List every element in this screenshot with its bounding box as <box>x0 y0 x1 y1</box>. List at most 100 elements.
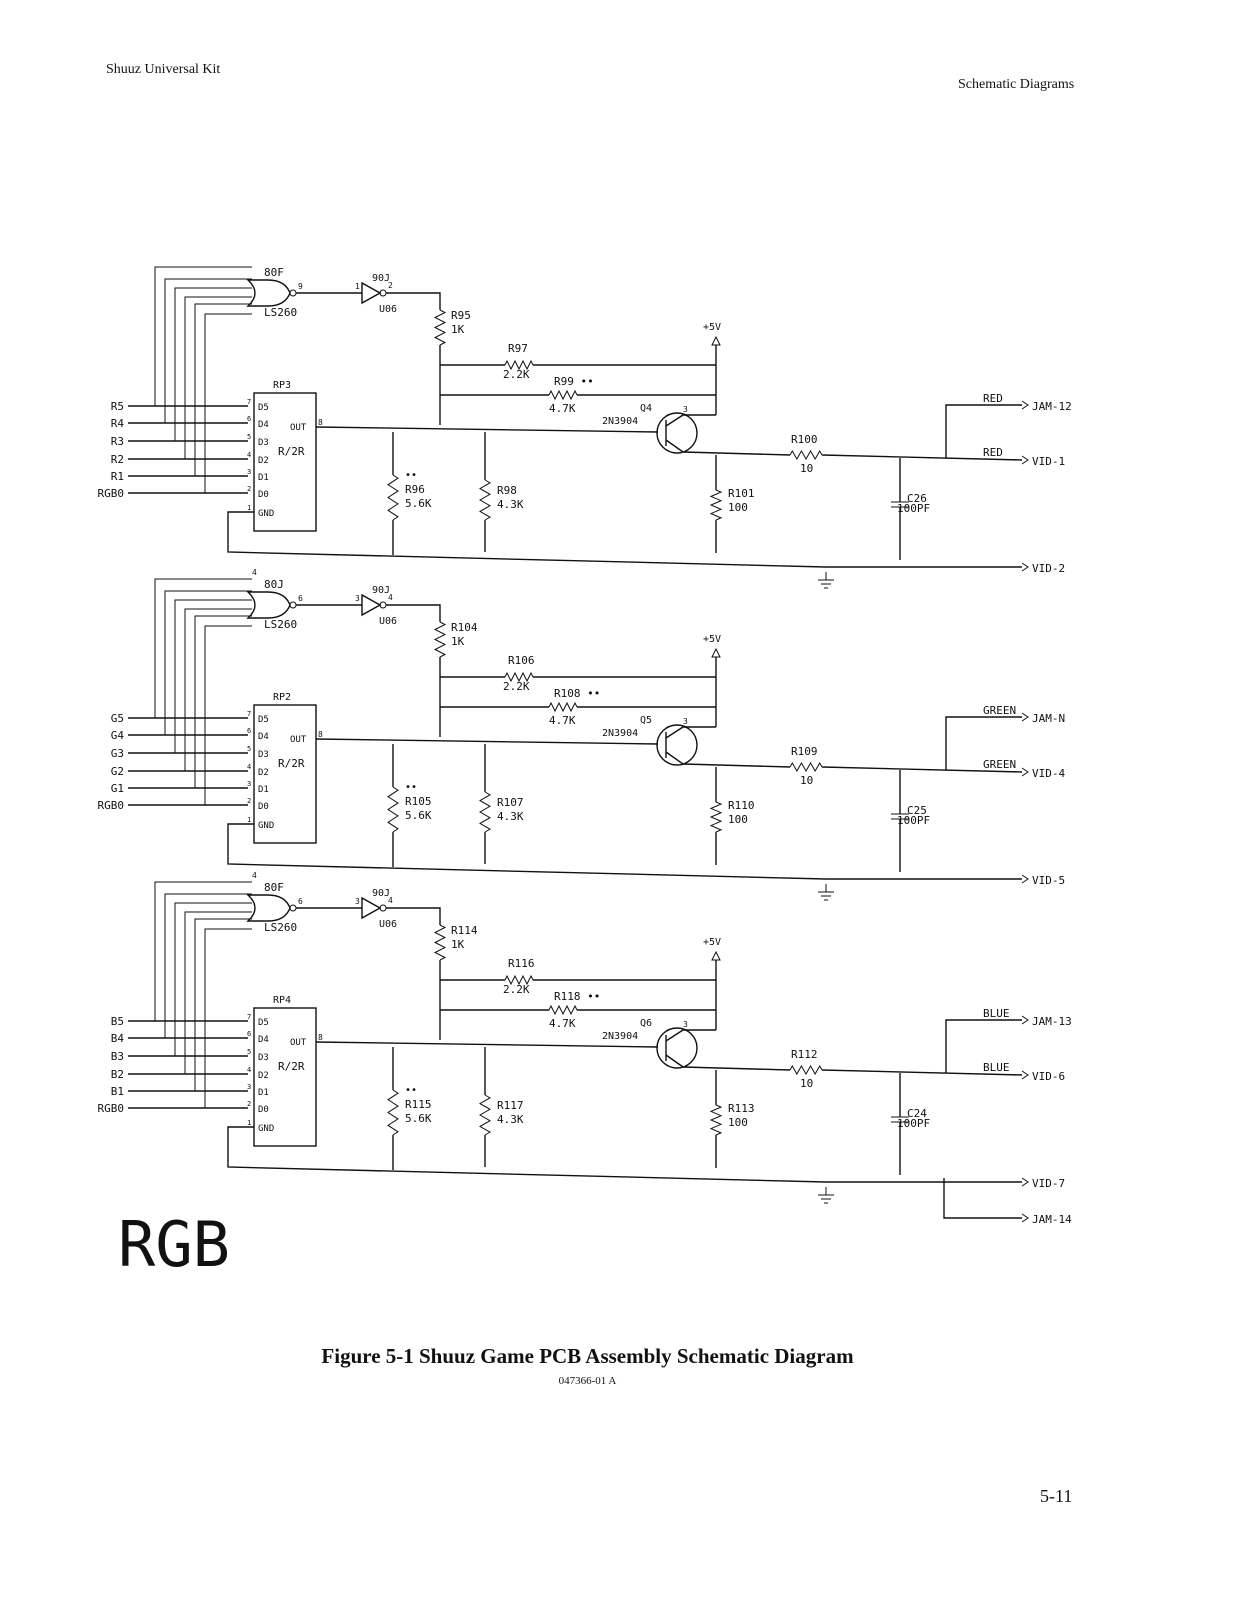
pull-resistor <box>433 309 447 346</box>
rp-pin-num-2: 5 <box>247 745 251 753</box>
input-label-blue-2: B3 <box>111 1050 124 1063</box>
rp-pin-label-3: D2 <box>258 456 269 466</box>
resistor-d-ref: R117 <box>497 1099 524 1112</box>
input-label-blue-4: B1 <box>111 1085 124 1098</box>
pull-resistor-ref: R104 <box>451 621 478 634</box>
rgb-big-text: RGB <box>118 1208 230 1281</box>
running-header-left: Shuuz Universal Kit <box>106 62 221 77</box>
capacitor-val: 100PF <box>897 814 930 827</box>
output-mid-label: VID-4 <box>1032 767 1065 780</box>
rp-pin-label-1: D4 <box>258 1035 269 1045</box>
transistor-emitter <box>665 1054 684 1068</box>
supply-icon <box>711 647 721 658</box>
resistor-d-val: 4.3K <box>497 1113 524 1126</box>
gnd-wire <box>227 823 1022 880</box>
nor-bubble-icon <box>289 904 297 912</box>
output-mid-label: VID-1 <box>1032 455 1065 468</box>
resistor-pack-type: R/2R <box>278 1060 305 1073</box>
resistor-pack-ref: RP3 <box>273 380 291 391</box>
gate-input-wire <box>184 608 252 771</box>
rp-out-pin: 8 <box>318 1033 323 1042</box>
pull-resistor <box>433 621 447 658</box>
rp-pin-num-0: 7 <box>247 710 251 718</box>
wire <box>943 1178 1022 1219</box>
gate-input-wire <box>164 590 252 735</box>
nor-gate-icon <box>246 279 291 307</box>
capacitor-ref: C25 <box>907 804 927 817</box>
resistor-a <box>504 671 534 683</box>
resistor-d-ref: R107 <box>497 796 524 809</box>
resistor-b <box>548 1004 578 1016</box>
rp-pin-num-0: 7 <box>247 398 251 406</box>
output-gnd-label: VID-7 <box>1032 1177 1065 1190</box>
resistor-d <box>478 1094 492 1136</box>
emitter-resistor-val: 100 <box>728 813 748 826</box>
rp-pin-label-0: D5 <box>258 715 269 725</box>
extra-output: JAM-14 <box>943 1178 1072 1226</box>
pull-resistor <box>433 924 447 961</box>
rp-pin-label-4: D1 <box>258 1088 269 1098</box>
emitter-resistor <box>709 1104 723 1136</box>
resistor-c-ref: R115 <box>405 1098 432 1111</box>
resistor-d-ref: R98 <box>497 484 517 497</box>
arrow-icon <box>1021 400 1029 410</box>
transistor-type: 2N3904 <box>602 728 638 739</box>
emitter-resistor <box>709 801 723 833</box>
gnd-wire <box>227 511 1022 568</box>
inverter-unit: U06 <box>379 304 397 315</box>
gate-input-wire <box>174 599 252 753</box>
wire <box>945 1019 1022 1073</box>
wire <box>821 1069 1023 1076</box>
capacitor-ref: C26 <box>907 492 927 505</box>
resistor-b-val: 4.7K <box>549 402 576 415</box>
resistor-a-val: 2.2K <box>503 680 530 693</box>
resistor-b-val: 4.7K <box>549 714 576 727</box>
rp-pin-num-1: 6 <box>247 415 251 423</box>
output-color-label-top: RED <box>983 392 1003 405</box>
inverter-icon <box>361 896 382 920</box>
resistor-a-ref: R106 <box>508 654 535 667</box>
supply-icon <box>711 335 721 346</box>
resistor-b <box>548 389 578 401</box>
arrow-icon <box>1021 1213 1029 1223</box>
inverter-ref: 90J <box>372 273 390 284</box>
rp-pin-label-4: D1 <box>258 473 269 483</box>
resistor-a-val: 2.2K <box>503 983 530 996</box>
gate-input-wire <box>204 625 252 805</box>
rp-pin-label-1: D4 <box>258 732 269 742</box>
resistor-c-val: 5.6K <box>405 1112 432 1125</box>
wire <box>386 292 441 310</box>
series-resistor <box>789 1064 823 1076</box>
input-label-red-2: R3 <box>111 435 124 448</box>
arrow-icon <box>1021 874 1029 884</box>
gate-pin: 9 <box>298 282 303 291</box>
rp-pin-num-2: 5 <box>247 1048 251 1056</box>
resistor-c <box>387 1089 399 1136</box>
output-gnd-label: VID-5 <box>1032 874 1065 887</box>
part-number: 047366-01 A <box>558 1375 617 1387</box>
resistor-pack <box>253 1007 317 1147</box>
rp-pin-label-6: GND <box>258 1124 274 1134</box>
rp-pin-num-1: 6 <box>247 727 251 735</box>
gate-input-wire <box>154 881 252 1021</box>
inverter-pin-out: 2 <box>388 281 393 290</box>
gnd-wire <box>227 1126 1022 1183</box>
rp-pin-label-2: D3 <box>258 438 269 448</box>
wire <box>945 404 1022 458</box>
output-color-label-top: BLUE <box>983 1007 1010 1020</box>
transistor-collector <box>665 1029 716 1042</box>
series-resistor-val: 10 <box>800 462 813 475</box>
output-color-label-mid: GREEN <box>983 758 1016 771</box>
wire <box>821 766 1023 773</box>
capacitor-val: 100PF <box>897 502 930 515</box>
inverter-pin-out: 4 <box>388 896 393 905</box>
gate-type: LS260 <box>264 618 297 631</box>
resistor-a <box>504 359 534 371</box>
rp-out-pin: 8 <box>318 730 323 739</box>
nor-bubble-icon <box>289 601 297 609</box>
emitter-resistor-ref: R101 <box>728 487 755 500</box>
rp-pin-num-3: 4 <box>247 1066 251 1074</box>
input-label-green-3: G2 <box>111 765 124 778</box>
output-top-label: JAM-12 <box>1032 400 1072 413</box>
